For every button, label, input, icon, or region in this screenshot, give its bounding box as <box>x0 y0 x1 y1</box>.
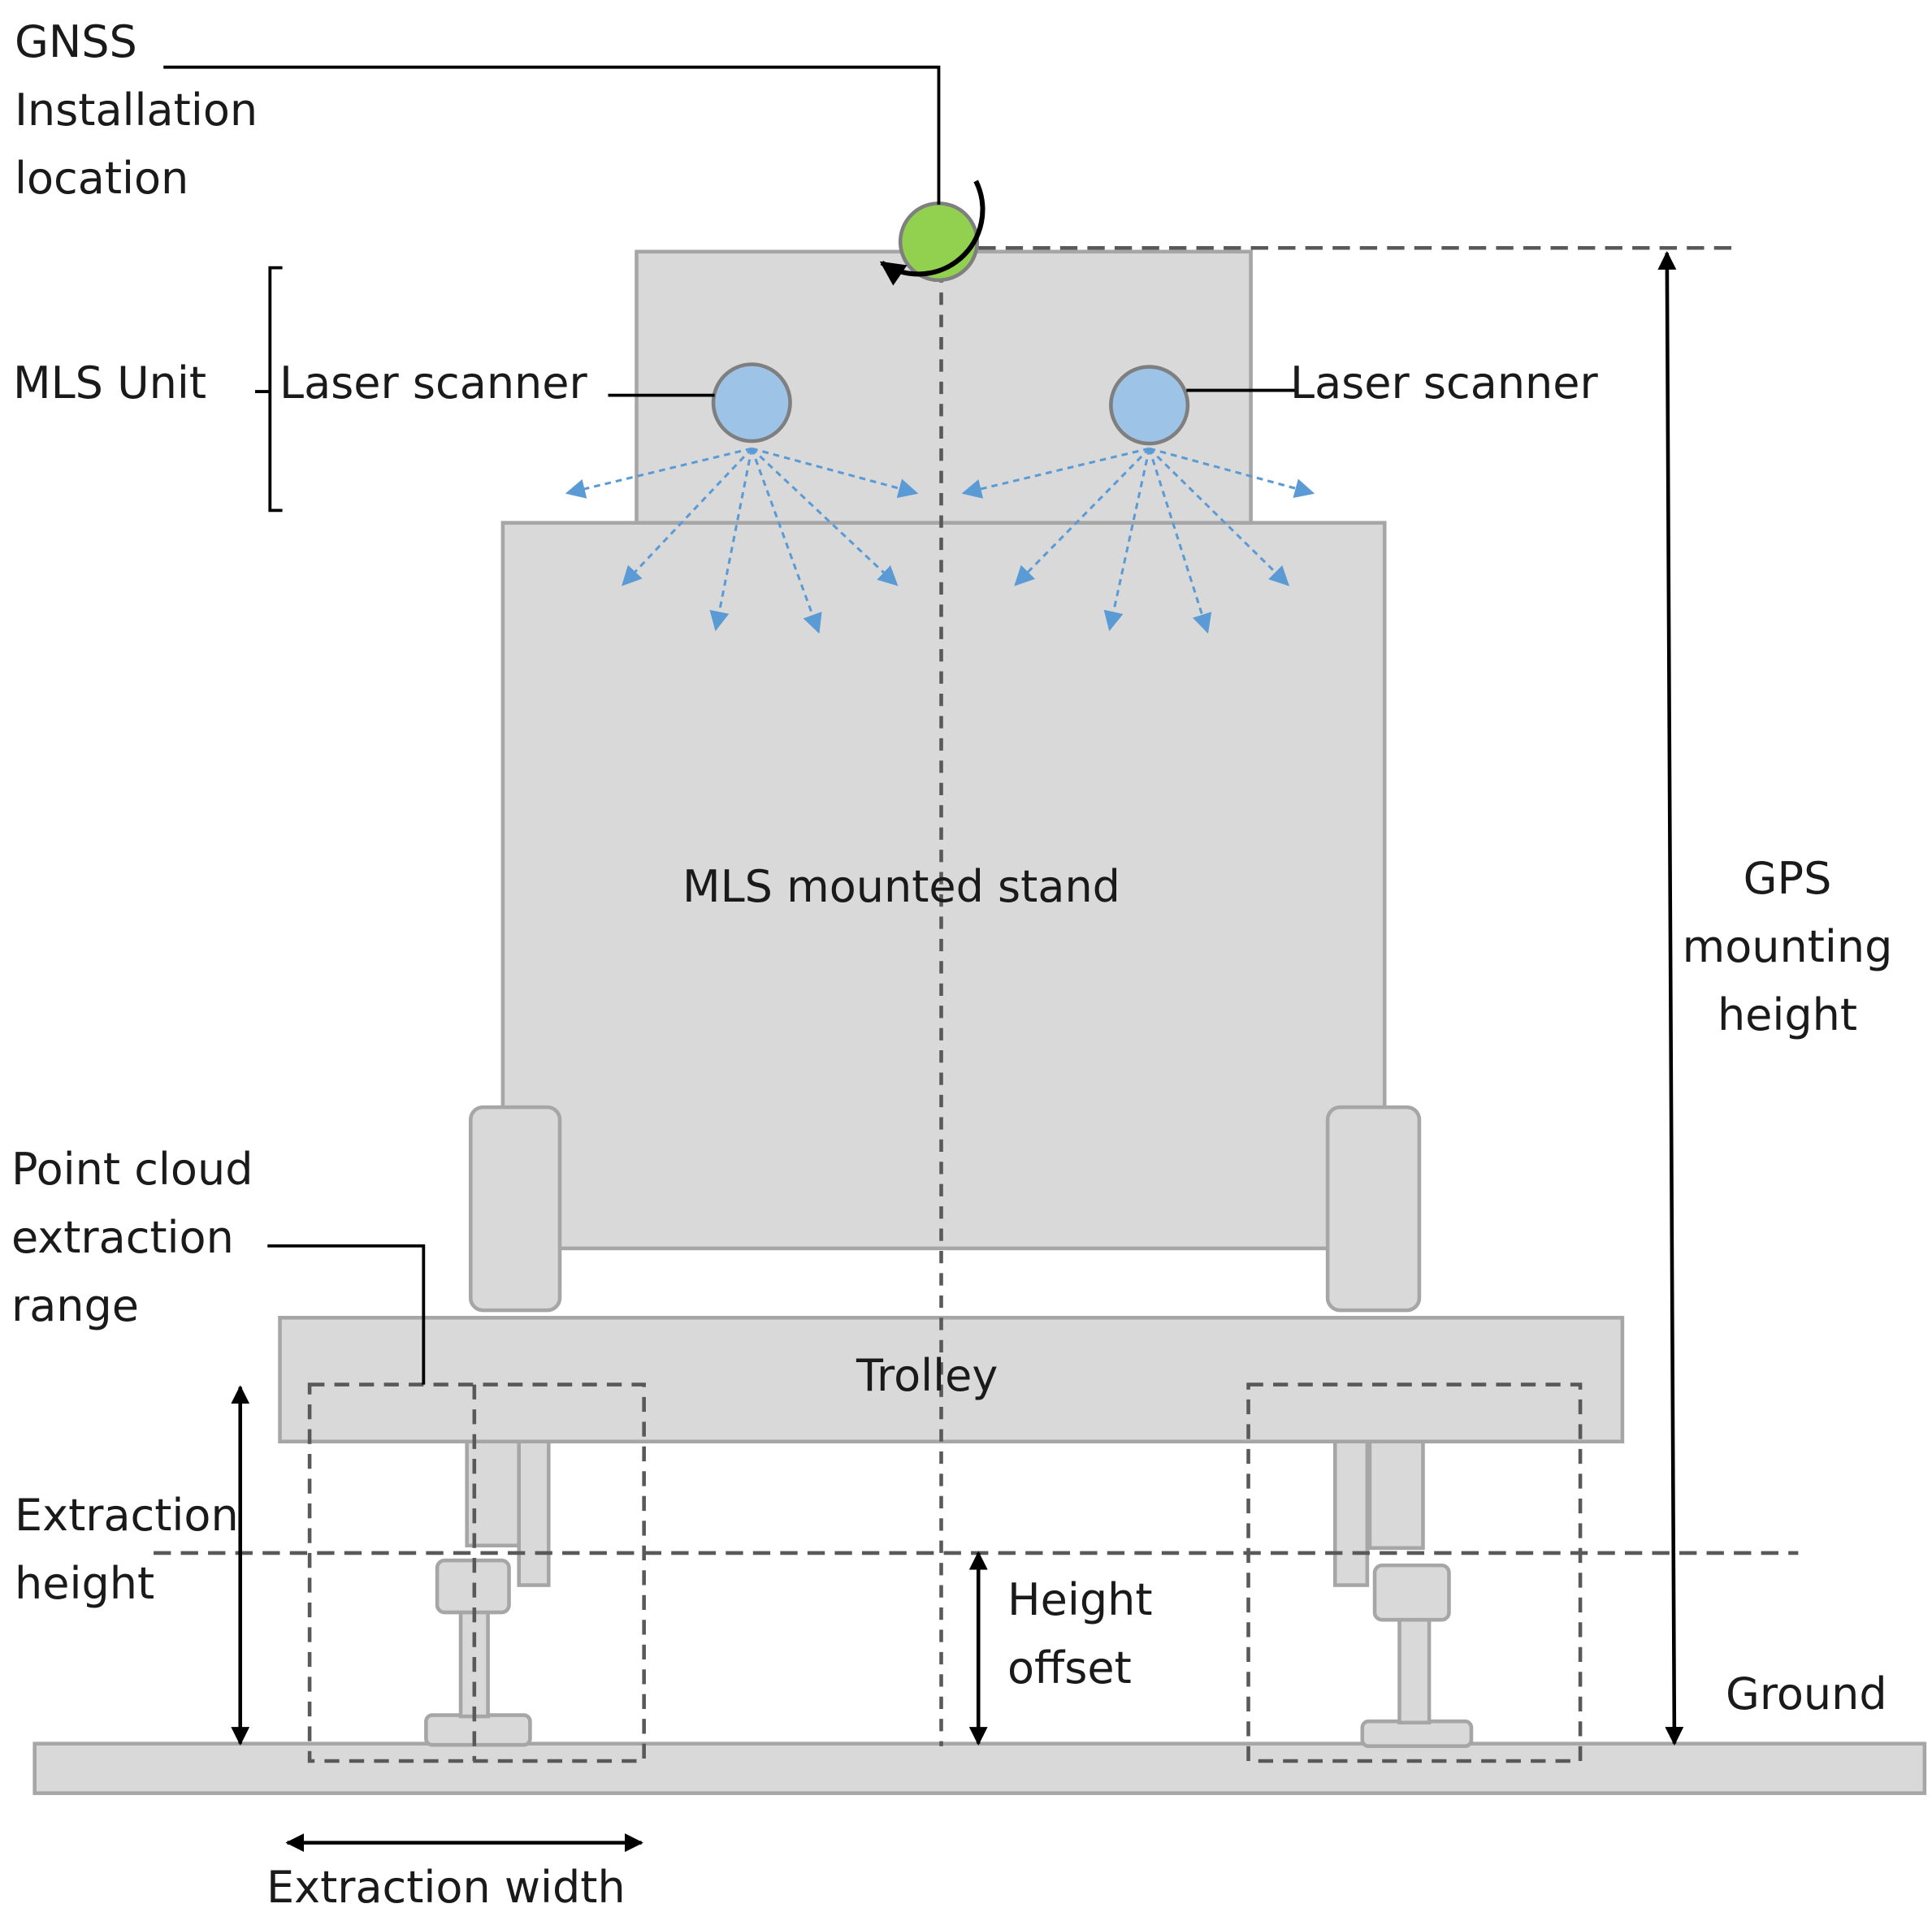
right-rail <box>1360 1563 1474 1748</box>
left-laser-beams <box>565 447 919 634</box>
gnss-installation-location-label: GNSS Installation location <box>15 16 258 204</box>
mls-mounted-stand-label: MLS mounted stand <box>682 861 1120 912</box>
extraction-height-label: Extraction height <box>15 1490 239 1609</box>
point-cloud-extraction-range-label: Point cloud extraction range <box>11 1144 253 1331</box>
trolley-label: Trolley <box>856 1350 998 1401</box>
laser-scanner-left-label: Laser scanner <box>279 357 587 409</box>
ground-plate <box>32 1741 1927 1795</box>
mls-unit-bracket <box>255 266 283 513</box>
mls-mounted-stand <box>500 521 1387 1251</box>
right-wheel <box>1332 1422 1425 1587</box>
left-extraction-range-box <box>307 1382 646 1763</box>
gps-mounting-height-label: GPS mounting height <box>1682 853 1893 1041</box>
right-laser-scanner <box>1109 365 1190 446</box>
laser-scanner-right-label: Laser scanner <box>1290 357 1598 409</box>
mls-unit-label: MLS Unit <box>13 357 207 409</box>
trolley-body <box>278 1315 1625 1443</box>
extraction-width-label: Extraction width <box>266 1862 626 1913</box>
rotation-arrow-icon <box>879 180 985 286</box>
right-stand-post <box>1325 1105 1422 1313</box>
gps-mounting-height-arrow <box>1657 251 1684 1746</box>
left-stand-post <box>468 1105 562 1313</box>
height-offset-label: Height offset <box>1007 1574 1153 1694</box>
ground-label: Ground <box>1726 1668 1887 1720</box>
right-laser-beams <box>961 447 1315 634</box>
left-rail <box>424 1558 532 1747</box>
extraction-range-leader-line <box>267 1244 426 1385</box>
right-extraction-range-box <box>1246 1382 1583 1763</box>
gnss-leader-line <box>163 65 941 205</box>
left-laser-scanner <box>711 362 792 443</box>
